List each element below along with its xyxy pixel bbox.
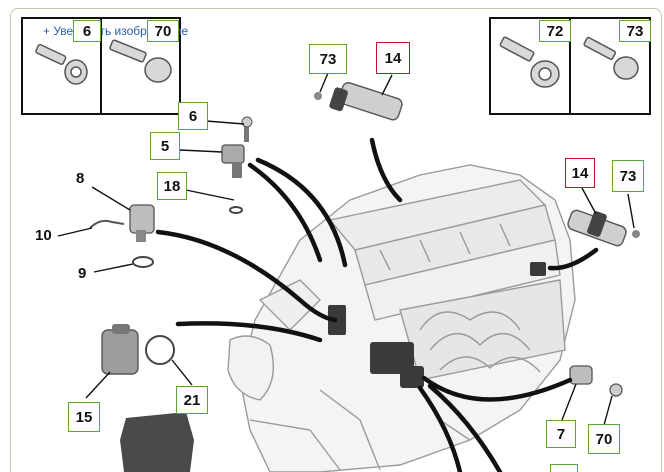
screw-icon [35, 43, 88, 85]
sensor-icon [221, 116, 253, 178]
leader-lines [57, 72, 635, 426]
clip-icon [89, 219, 125, 229]
screw-icon [499, 36, 560, 88]
sensor-icon [569, 365, 623, 397]
label-part-10: 10 [35, 227, 52, 244]
label-part-21: 21 [176, 386, 208, 414]
label-inset-73: 73 [619, 20, 651, 42]
bracket-icon [120, 412, 194, 472]
label-inset-72: 72 [539, 20, 571, 42]
label-top-14: 14 [376, 42, 410, 74]
solenoid-valve-top [314, 82, 403, 121]
sensor-icon [328, 262, 546, 388]
label-inset-6: 6 [73, 20, 101, 42]
label-part-6: 6 [178, 102, 208, 130]
sensor-icon [129, 204, 155, 242]
label-part-7: 7 [546, 420, 576, 448]
screw-icon [109, 39, 172, 83]
label-part-15: 15 [68, 402, 100, 432]
pressure-sensor [101, 324, 139, 375]
o-ring-icon [132, 206, 243, 365]
solenoid-valve-right [567, 209, 640, 247]
label-bottom-70: 70 [588, 424, 620, 454]
label-inset-70: 70 [147, 20, 179, 42]
label-part-9: 9 [78, 265, 87, 282]
wiring-harness [155, 137, 599, 472]
label-right-73: 73 [612, 160, 644, 192]
label-part-18: 18 [157, 172, 187, 200]
engine-block [227, 164, 576, 472]
label-top-73: 73 [309, 44, 347, 74]
label-cutoff [550, 464, 578, 472]
label-part-8: 8 [76, 170, 85, 187]
label-right-14: 14 [565, 158, 595, 188]
screw-icon [583, 36, 639, 80]
label-part-5: 5 [150, 132, 180, 160]
